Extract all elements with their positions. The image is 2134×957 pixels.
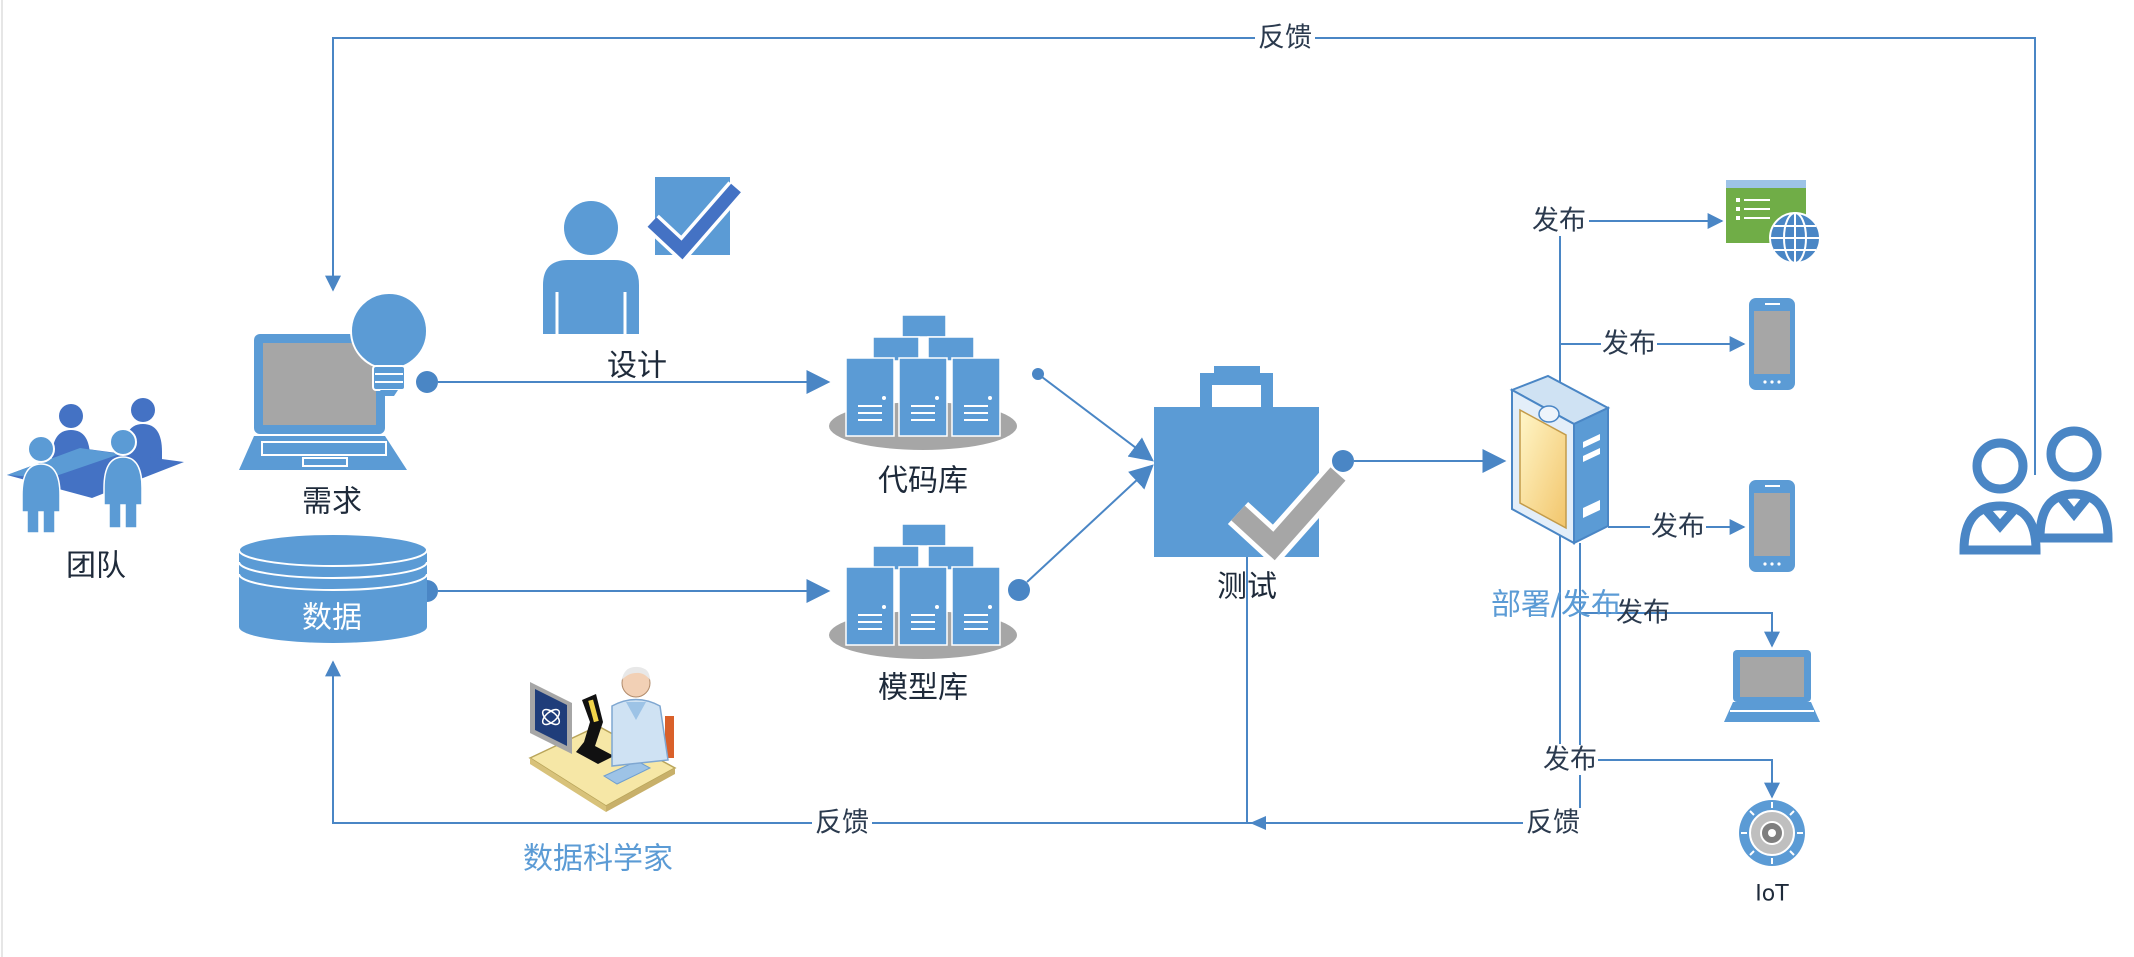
publish-phone-top-label: 发布 <box>1602 329 1656 360</box>
users-icon <box>1959 426 2113 555</box>
checkbox-icon <box>645 177 744 265</box>
code-to-test-connector <box>1041 376 1154 462</box>
model-repository-label: 模型库 <box>878 671 968 706</box>
publish-web-label-bg <box>1531 206 1589 236</box>
feedback-top-label-bg <box>1255 23 1315 53</box>
bag-checkmark-icon <box>1154 366 1350 568</box>
code-connector-dot <box>1032 368 1044 380</box>
code-repository-label: 代码库 <box>878 464 968 499</box>
iot-label: IoT <box>1755 882 1789 907</box>
model-connector-dot <box>1008 579 1030 601</box>
laptop-target-icon <box>1724 650 1820 722</box>
publish-iot-label: 发布 <box>1543 745 1597 776</box>
smartphone-icon <box>1749 480 1795 572</box>
feedback-top-label: 反馈 <box>1258 23 1312 54</box>
publish-phone-top-label-bg <box>1601 329 1657 359</box>
web-browser-globe-icon <box>1726 180 1821 264</box>
model-repository-server-stack-icon <box>829 523 1017 659</box>
design-label: 设计 <box>607 349 667 384</box>
laptop-icon <box>239 334 407 470</box>
publish-laptop-label: 发布 <box>1616 598 1670 629</box>
iot-device-icon <box>1739 800 1805 866</box>
feedback-arrowhead <box>1250 816 1266 830</box>
lightbulb-icon <box>350 292 428 396</box>
publish-phone-bottom-label-bg <box>1650 512 1706 542</box>
publish-laptop-connector <box>1580 612 1780 648</box>
data-scientist-label: 数据科学家 <box>523 842 673 877</box>
code-repository-server-stack-icon <box>829 314 1017 450</box>
data-label: 数据 <box>302 601 362 636</box>
publish-web-label: 发布 <box>1532 206 1586 237</box>
feedback-bottom-left-label: 反馈 <box>815 808 869 839</box>
team-label: 团队 <box>66 549 126 584</box>
feedback-bottom-right-label: 反馈 <box>1526 808 1580 839</box>
feedback-bottom-left-label-bg <box>812 808 872 838</box>
smartphone-icon <box>1749 298 1795 390</box>
publish-phone-bottom-label: 发布 <box>1651 512 1705 543</box>
user-icon <box>543 201 639 334</box>
feedback-top-connector <box>325 37 2036 475</box>
feedback-bottom-connector <box>325 543 1581 824</box>
publish-iot-label-bg <box>1542 745 1598 775</box>
test-connector-dot <box>1332 450 1354 472</box>
server-box-icon <box>1509 374 1611 545</box>
test-label: 测试 <box>1217 570 1277 605</box>
team-icon <box>7 398 184 534</box>
requirements-connector-dot <box>416 371 438 393</box>
scientist-microscope-icon <box>528 666 677 812</box>
database-icon <box>238 533 428 643</box>
model-to-test-connector <box>1026 464 1154 583</box>
feedback-bottom-right-label-bg <box>1523 808 1583 838</box>
requirements-label: 需求 <box>302 485 362 520</box>
deploy-label: 部署/发布 <box>1491 588 1621 623</box>
publish-iot-connector <box>1580 759 1780 799</box>
